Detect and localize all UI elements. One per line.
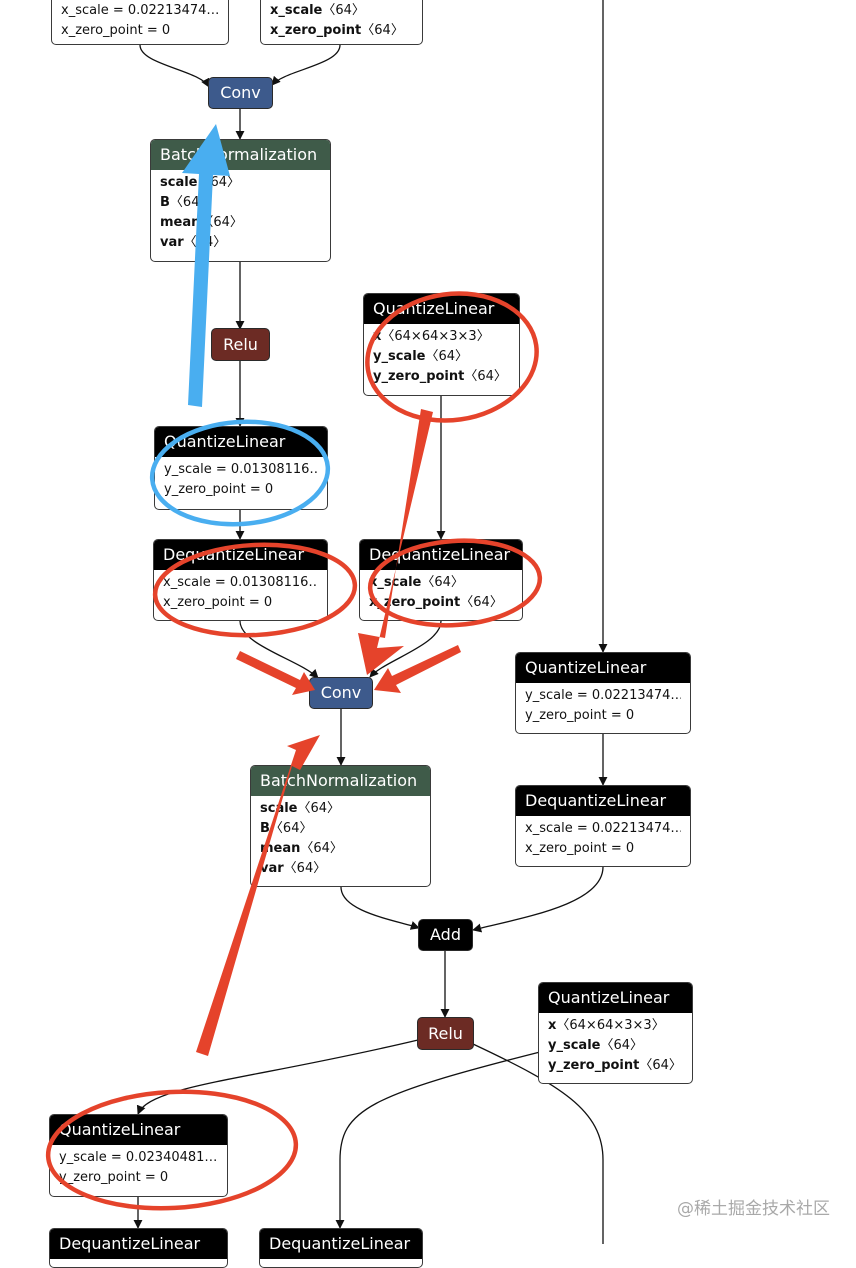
red-circle-annotation: [367, 538, 543, 628]
attr-row: x〈64×64×3×3〉: [373, 329, 490, 344]
edge-dq-a-conv2: [239, 620, 319, 679]
attr-row: x_zero_point = 0: [61, 23, 171, 38]
relu2-node[interactable]: Relu: [417, 1017, 474, 1050]
edge-bn2-add: [340, 886, 420, 930]
attr-row: x_scale = 0.01308116…: [163, 575, 318, 590]
attr-row: mean〈64〉: [260, 841, 343, 856]
edge-dq-w-conv2: [369, 620, 442, 678]
attr-row: y_zero_point = 0: [525, 708, 635, 723]
attr-row: y_scale〈64〉: [373, 349, 469, 364]
attr-row: x_scale = 0.02213474…: [61, 3, 219, 18]
attr-row: y_zero_point = 0: [59, 1170, 169, 1185]
attr-row: x_zero_point〈64〉: [369, 595, 503, 610]
attr-row: y_zero_point = 0: [164, 482, 274, 497]
red-arrow-annotation: [236, 651, 315, 695]
attr-row: x_zero_point = 0: [163, 595, 273, 610]
edge-ql-w2-dq-b2: [335, 1051, 541, 1229]
quantize-residual-node[interactable]: QuantizeLinear y_scale = 0.02213474… y_z…: [515, 652, 691, 734]
node-label: Conv: [320, 683, 362, 702]
dequantize-residual-node[interactable]: DequantizeLinear x_scale = 0.02213474… x…: [515, 785, 691, 867]
red-arrow-annotation: [374, 645, 461, 693]
attr-row: mean〈64〉: [160, 215, 243, 230]
node-title: QuantizeLinear: [539, 983, 692, 1013]
attr-row: y_scale = 0.02340481…: [59, 1150, 218, 1165]
red-circle-annotation: [152, 542, 358, 638]
dq-top-left-node[interactable]: x_scale = 0.02213474… x_zero_point = 0: [51, 0, 229, 45]
node-title: QuantizeLinear: [155, 427, 327, 457]
conv2-node[interactable]: Conv: [309, 677, 373, 709]
node-title: QuantizeLinear: [50, 1115, 227, 1145]
edge-relu2-residual: [472, 1043, 604, 1244]
attr-row: B〈64〉: [260, 821, 313, 836]
attr-row: x_scale〈64〉: [270, 3, 365, 18]
node-label: Relu: [428, 1024, 463, 1043]
attr-row: var〈64〉: [260, 861, 327, 876]
attr-row: x_zero_point〈64〉: [270, 23, 404, 38]
edge-relu2-ql-b: [136, 1039, 419, 1115]
attr-row: y_scale〈64〉: [548, 1038, 644, 1053]
blue-circle-annotation: [149, 419, 331, 527]
quantize-weight2-node[interactable]: QuantizeLinear x〈64×64×3×3〉 y_scale〈64〉 …: [538, 982, 693, 1084]
node-label: Conv: [220, 83, 261, 102]
red-arrow-annotation: [358, 409, 433, 675]
conv1-node[interactable]: Conv: [208, 77, 273, 109]
relu1-node[interactable]: Relu: [211, 328, 270, 361]
node-label: Relu: [223, 335, 258, 354]
edge-dq-top-left-conv1: [139, 44, 210, 88]
quantize-weight-node[interactable]: QuantizeLinear x〈64×64×3×3〉 y_scale〈64〉 …: [363, 293, 520, 396]
attr-row: x〈64×64×3×3〉: [548, 1018, 665, 1033]
red-arrow-annotation: [196, 735, 320, 1056]
node-title: QuantizeLinear: [516, 653, 690, 683]
node-title: BatchNormalization: [251, 766, 430, 796]
edge-dq-top-mid-conv1: [271, 44, 341, 86]
blue-arrow-annotation: [182, 124, 230, 407]
batchnorm2-node[interactable]: BatchNormalization scale〈64〉 B〈64〉 mean〈…: [250, 765, 431, 887]
attr-row: x_scale〈64〉: [369, 575, 464, 590]
edge-dq-r-add: [472, 866, 604, 933]
watermark: @稀土掘金技术社区: [677, 1199, 830, 1219]
node-title: DequantizeLinear: [154, 540, 327, 570]
quantize-activation-node[interactable]: QuantizeLinear y_scale = 0.01308116… y_z…: [154, 426, 328, 510]
attr-row: y_zero_point〈64〉: [373, 369, 507, 384]
dq-top-mid-node[interactable]: x_scale〈64〉 x_zero_point〈64〉: [260, 0, 423, 45]
red-circle-annotation: [45, 1089, 299, 1211]
dequantize-activation-node[interactable]: DequantizeLinear x_scale = 0.01308116… x…: [153, 539, 328, 621]
node-title: DequantizeLinear: [516, 786, 690, 816]
add-node[interactable]: Add: [418, 919, 473, 951]
attr-row: x_scale = 0.02213474…: [525, 821, 681, 836]
dequantize-weight-node[interactable]: DequantizeLinear x_scale〈64〉 x_zero_poin…: [359, 539, 523, 621]
node-label: Add: [430, 925, 461, 944]
red-circle-annotation: [365, 291, 539, 423]
batchnorm1-node[interactable]: BatchNormalization scale〈64〉 B〈64〉 mean〈…: [150, 139, 331, 262]
attr-row: y_zero_point〈64〉: [548, 1058, 682, 1073]
attr-row: x_zero_point = 0: [525, 841, 635, 856]
attr-row: y_scale = 0.01308116…: [164, 462, 318, 477]
attr-row: y_scale = 0.02213474…: [525, 688, 681, 703]
